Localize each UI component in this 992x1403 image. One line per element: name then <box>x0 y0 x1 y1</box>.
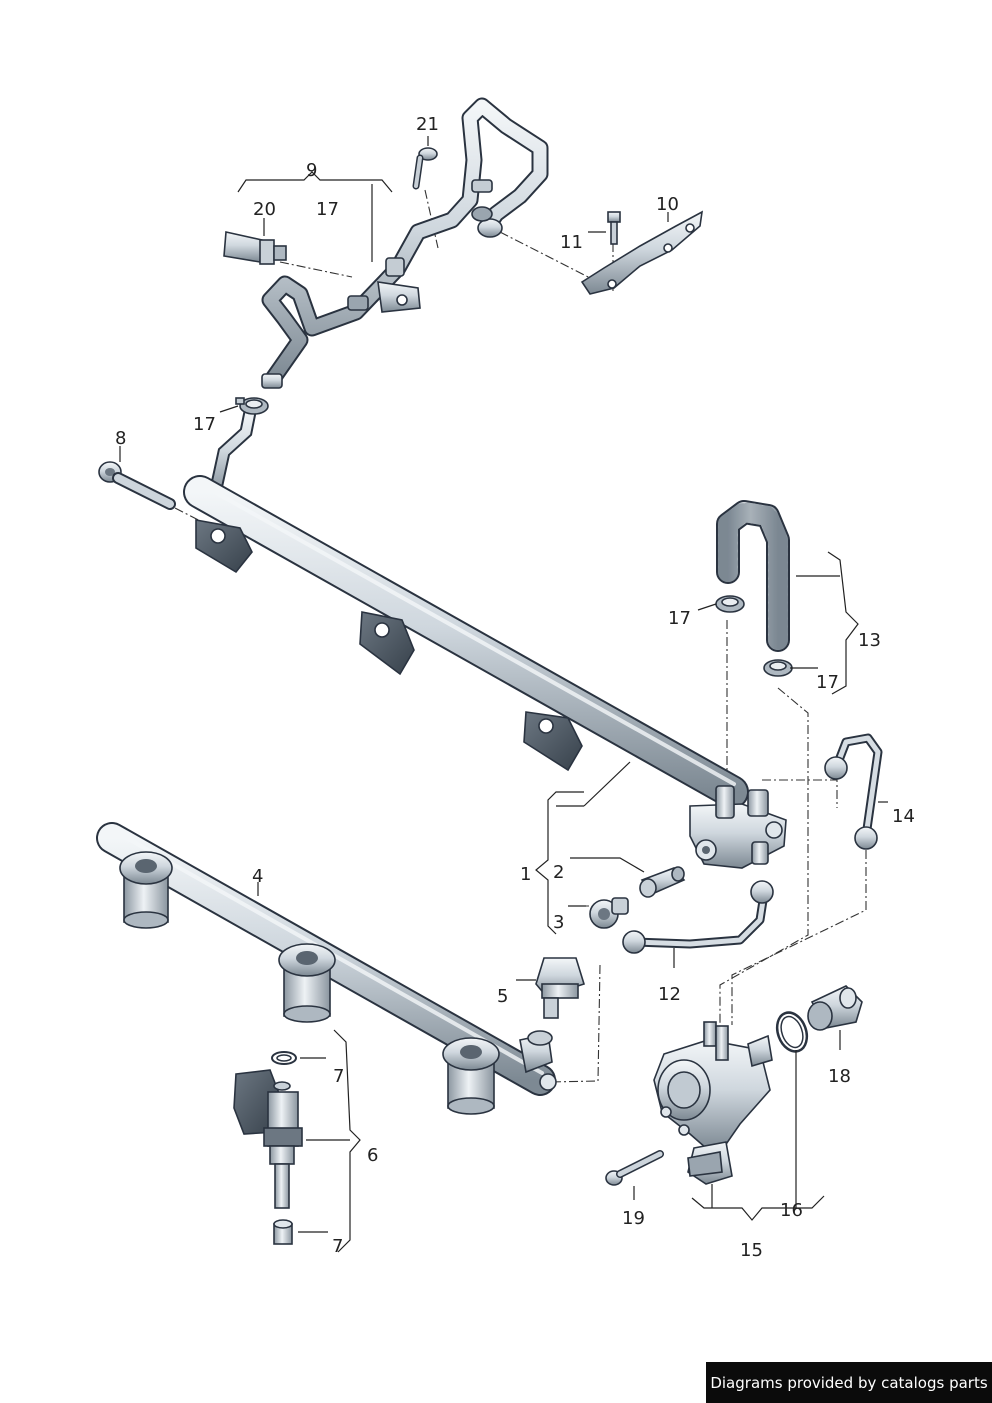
hose-clamp-17-lower <box>763 659 793 677</box>
credit-banner: Diagrams provided by catalogs parts <box>706 1362 992 1403</box>
callout-4: 4 <box>252 866 263 887</box>
pipe-14 <box>824 733 883 850</box>
pressure-sensor-5 <box>535 957 585 1019</box>
callout-3: 3 <box>553 912 564 933</box>
callout-10: 10 <box>656 194 679 215</box>
bolt-8 <box>98 461 176 510</box>
callout-7-upper: 7 <box>333 1066 344 1087</box>
callout-16: 16 <box>780 1200 803 1221</box>
seal-7-lower <box>273 1219 293 1245</box>
callout-12: 12 <box>658 984 681 1005</box>
callout-20: 20 <box>253 199 276 220</box>
callout-18: 18 <box>828 1066 851 1087</box>
callout-5: 5 <box>497 986 508 1007</box>
callout-8: 8 <box>115 428 126 449</box>
hose-clamp-17-mid <box>715 595 745 613</box>
callout-17-upper-clamp: 17 <box>193 414 216 435</box>
callout-19: 19 <box>622 1208 645 1229</box>
pressure-sensor-20 <box>223 231 287 265</box>
o-ring-16 <box>775 1011 809 1053</box>
seal-7-upper <box>271 1051 297 1065</box>
callout-labels: 21 9 20 17 10 11 17 8 17 13 17 14 1 2 4 … <box>115 114 915 1261</box>
hose-clamp-17-upper <box>235 397 269 415</box>
callout-17-lower-clamp: 17 <box>816 672 839 693</box>
callout-1: 1 <box>520 864 531 885</box>
callout-13: 13 <box>858 630 881 651</box>
bolt-19 <box>605 1150 664 1186</box>
fuel-rail-lower-4 <box>96 822 557 1115</box>
callout-17-top: 17 <box>316 199 339 220</box>
pipe-12 <box>622 880 774 954</box>
callout-9: 9 <box>306 160 317 181</box>
leader-lines <box>119 136 888 1253</box>
fuel-pump-15 <box>653 1021 773 1185</box>
callout-17-mid-clamp: 17 <box>668 608 691 629</box>
plug-3 <box>589 897 629 929</box>
credit-text: Diagrams provided by catalogs parts <box>710 1373 988 1392</box>
callout-21: 21 <box>416 114 439 135</box>
hose-13 <box>716 500 790 652</box>
callout-15: 15 <box>740 1240 763 1261</box>
callout-7-lower: 7 <box>332 1236 343 1257</box>
screw-11 <box>607 211 621 245</box>
bracket-10 <box>580 210 704 295</box>
upper-fuel-line <box>207 97 549 505</box>
callout-14: 14 <box>892 806 915 827</box>
callout-11: 11 <box>560 232 583 253</box>
injector-6 <box>233 1069 303 1209</box>
cap-18 <box>807 985 863 1031</box>
callout-2: 2 <box>553 862 564 883</box>
valve-2 <box>639 866 686 898</box>
fuel-rail-upper-1 <box>183 475 787 869</box>
bolt-21 <box>412 147 438 190</box>
callout-6: 6 <box>367 1145 378 1166</box>
